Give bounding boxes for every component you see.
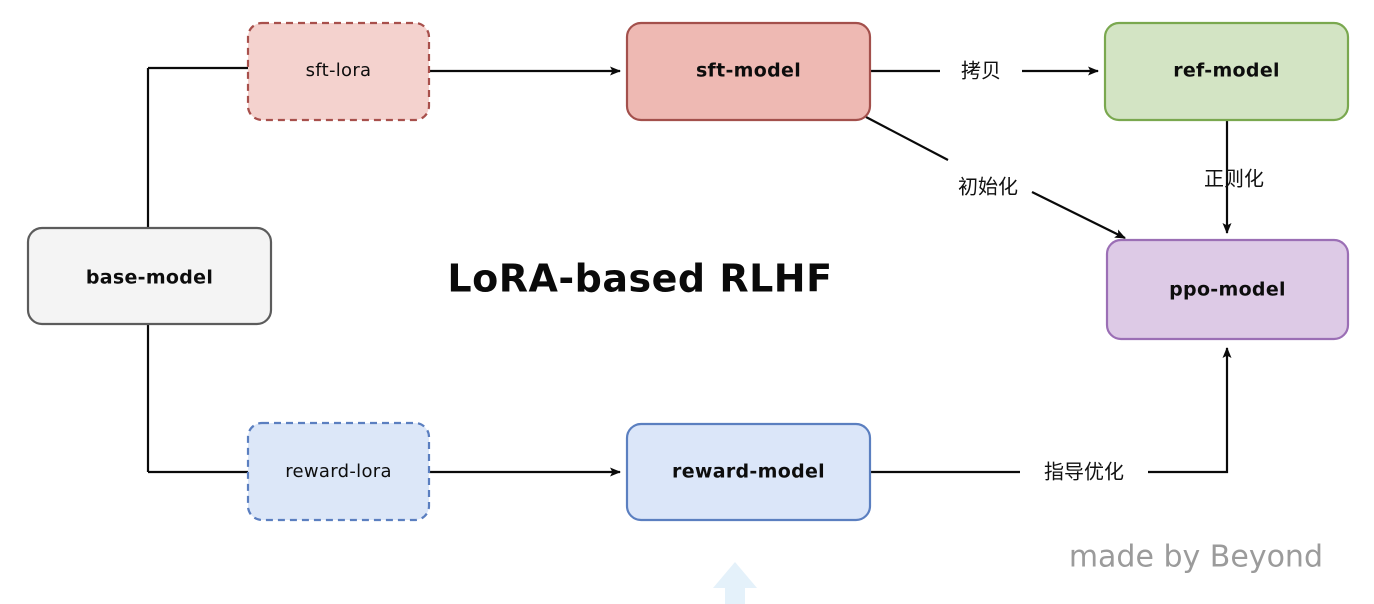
- node-base-model[interactable]: base-model: [26, 226, 273, 326]
- node-sft-model[interactable]: sft-model: [625, 21, 872, 122]
- cursor-arrow-shape: [713, 562, 757, 604]
- node-reward-model[interactable]: reward-model: [625, 422, 872, 522]
- edge-label-guide-optimize: 指导优化: [1044, 460, 1124, 484]
- edge-reward-model-to-ppo-model-b: [1148, 347, 1232, 474]
- node-sft-lora[interactable]: sft-lora: [246, 21, 431, 122]
- ppo-model-box[interactable]: [1105, 238, 1350, 341]
- node-ppo-model[interactable]: ppo-model: [1105, 238, 1350, 341]
- sft-lora-box[interactable]: [246, 21, 431, 122]
- mouse-cursor-up-arrow-icon: [713, 562, 757, 604]
- edge-label-copy: 拷贝: [961, 59, 1001, 83]
- node-ref-model[interactable]: ref-model: [1103, 21, 1350, 122]
- edge-label-initialize: 初始化: [958, 175, 1018, 199]
- watermark-label: made by Beyond: [1069, 540, 1323, 575]
- nodes-layer: base-model sft-lora sft-model ref-model …: [26, 21, 1350, 522]
- node-reward-lora[interactable]: reward-lora: [246, 421, 431, 522]
- edge-sft-model-to-ppo-model-a: [865, 116, 949, 161]
- ppo-model-label: ppo-model: [1169, 279, 1286, 301]
- edge-labels-layer: 拷贝 正则化 初始化 指导优化: [958, 59, 1264, 484]
- reward-lora-label: reward-lora: [285, 461, 392, 482]
- reward-lora-box[interactable]: [246, 421, 431, 522]
- diagram-title: LoRA-based RLHF: [447, 257, 832, 301]
- ref-model-box[interactable]: [1103, 21, 1350, 122]
- base-model-box[interactable]: [26, 226, 273, 326]
- ref-model-label: ref-model: [1173, 60, 1280, 82]
- base-model-label: base-model: [86, 267, 213, 289]
- sft-model-label: sft-model: [696, 60, 801, 82]
- edge-label-regularize: 正则化: [1204, 167, 1264, 191]
- reward-model-label: reward-model: [672, 461, 825, 483]
- sft-lora-label: sft-lora: [306, 60, 372, 81]
- reward-model-box[interactable]: [625, 422, 872, 522]
- edge-sft-model-to-ppo-model-b: [1031, 191, 1126, 239]
- sft-model-box[interactable]: [625, 21, 872, 122]
